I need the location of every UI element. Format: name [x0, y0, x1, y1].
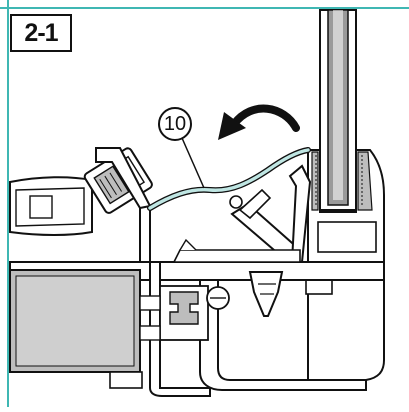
callout-circle: 10 [158, 107, 192, 141]
left-frame-arm [9, 176, 93, 236]
center-profile [95, 147, 152, 263]
step-label-box: 2-1 [10, 14, 72, 52]
callout-number: 10 [163, 112, 187, 135]
glass-pane [319, 9, 357, 211]
seal-strip [147, 147, 311, 211]
angled-bracket [172, 164, 312, 263]
fastener [206, 271, 284, 317]
callout-leader [181, 137, 205, 189]
lower-profile [9, 261, 385, 397]
rotate-arrow-icon [218, 104, 300, 140]
step-label: 2-1 [24, 18, 58, 47]
